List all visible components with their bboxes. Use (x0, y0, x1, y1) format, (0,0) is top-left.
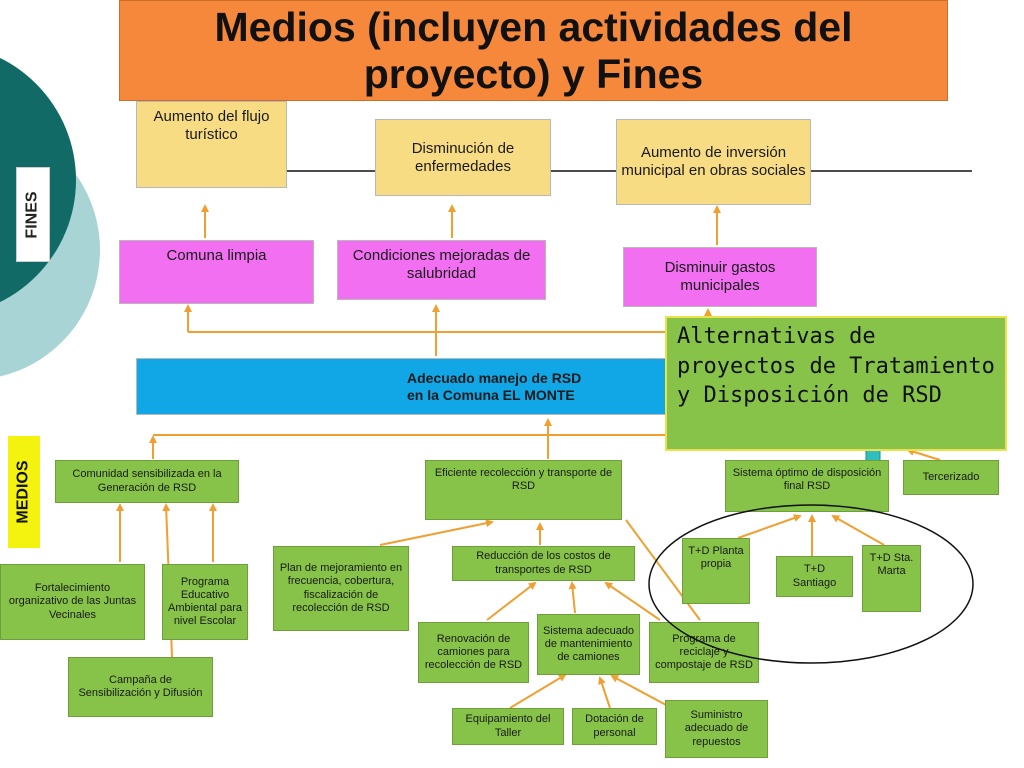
medio-comunidad-sensibilizada: Comunidad sensibilizada en la Generación… (55, 460, 239, 503)
arrow-reciclaje (604, 581, 661, 621)
option-sta-marta: T+D Sta. Marta (862, 545, 921, 612)
action-reduccion-costos: Reducción de los costos de transportes d… (452, 546, 635, 581)
arrow-renovacion (486, 581, 537, 621)
arrow-dotacion (598, 676, 611, 709)
alternatives-callout: Alternativas de proyectos de Tratamiento… (665, 316, 1007, 451)
intermediate-gastos: Disminuir gastos municipales (623, 247, 817, 307)
arrow-planta-propia (737, 514, 802, 539)
option-santiago: T+D Santiago (776, 556, 853, 597)
arrow-plan (379, 519, 494, 546)
fin-flujo-turistico: Aumento del flujo turístico (136, 101, 287, 188)
action-programa-educativo: Programa Educativo Ambiental para nivel … (162, 564, 248, 640)
action-campana: Campaña de Sensibilización y Difusión (68, 657, 213, 717)
medio-tercerizado: Tercerizado (903, 460, 999, 495)
action-reciclaje: Programa de reciclaje y compostaje de RS… (649, 622, 759, 683)
arrow-repuestos (610, 675, 669, 707)
action-fortalecimiento: Fortalecimiento organizativo de las Junt… (0, 564, 145, 640)
medio-disposicion-final: Sistema óptimo de disposición final RSD (725, 460, 889, 512)
option-planta-propia: T+D Planta propia (682, 538, 750, 604)
medio-eficiente-recoleccion: Eficiente recolección y transporte de RS… (425, 460, 622, 520)
arrow-sta-marta (831, 515, 885, 546)
medios-side-label: MEDIOS (8, 436, 40, 548)
intermediate-salubridad: Condiciones mejoradas de salubridad (337, 240, 546, 300)
central-goal-line1: Adecuado manejo de RSD (407, 369, 582, 386)
action-plan-mejoramiento: Plan de mejoramiento en frecuencia, cobe… (273, 546, 409, 631)
action-suministro-repuestos: Suministro adecuado de repuestos (665, 700, 768, 758)
action-renovacion-camiones: Renovación de camiones para recolección … (418, 622, 529, 683)
arrow-tercerizado (906, 447, 941, 461)
fin-disminucion-enfermedades: Disminución de enfermedades (375, 119, 551, 196)
intermediate-comuna-limpia: Comuna limpia (119, 240, 314, 304)
fin-inversion-municipal: Aumento de inversión municipal en obras … (616, 119, 811, 205)
action-mantenimiento: Sistema adecuado de mantenimiento de cam… (537, 614, 640, 675)
highlight-ellipse (648, 504, 974, 664)
central-goal-line2: en la Comuna EL MONTE (407, 386, 575, 403)
action-dotacion-personal: Dotación de personal (572, 708, 657, 745)
arrow-taller (509, 673, 567, 709)
page-title: Medios (incluyen actividades del proyect… (119, 0, 948, 101)
arrow-mantenimiento (568, 581, 577, 614)
action-equipamiento-taller: Equipamiento del Taller (452, 708, 564, 745)
fines-side-label: FINES (16, 167, 50, 262)
